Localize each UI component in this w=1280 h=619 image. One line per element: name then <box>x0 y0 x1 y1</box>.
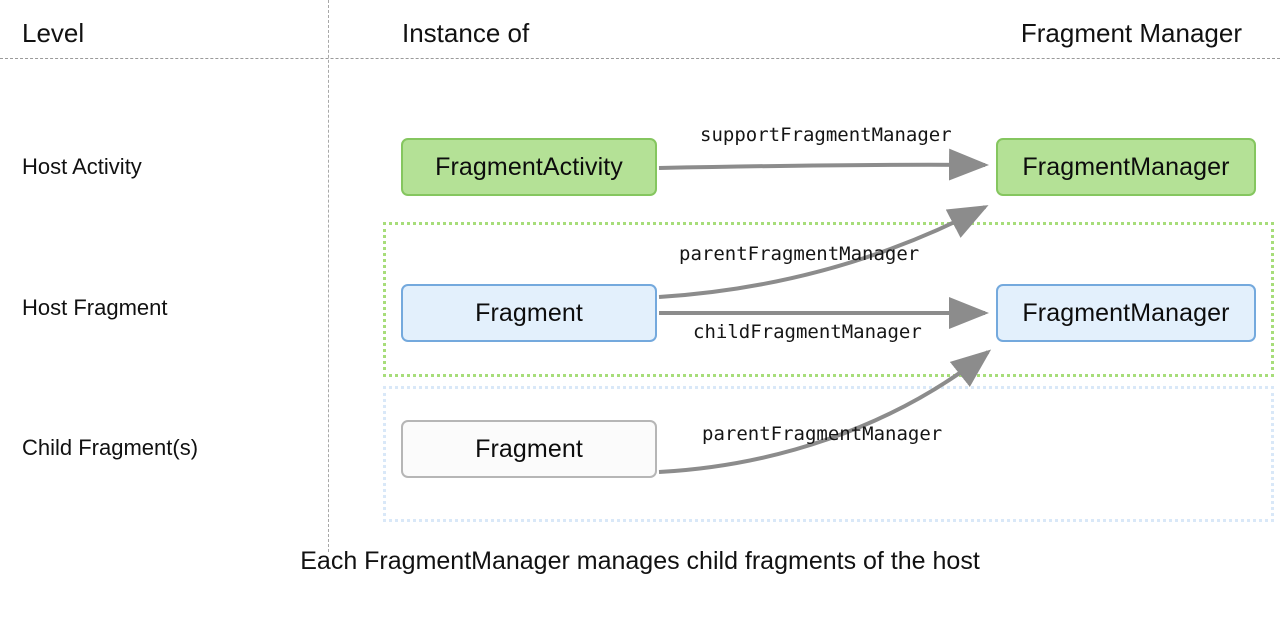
column-divider-line <box>328 0 329 552</box>
node-fragment-manager-fragment[interactable]: FragmentManager <box>996 284 1256 342</box>
column-header-level: Level <box>22 18 85 48</box>
column-header-fragment-manager: Fragment Manager <box>1020 18 1242 48</box>
edge-label-parent-fragment-manager-host: parentFragmentManager <box>679 243 920 265</box>
level-label-host-activity: Host Activity <box>22 154 142 179</box>
level-label-host-fragment: Host Fragment <box>22 295 168 320</box>
edge-label-parent-fragment-manager-child: parentFragmentManager <box>702 423 943 445</box>
level-label-child-fragment: Child Fragment(s) <box>22 435 199 460</box>
node-fragment-host[interactable]: Fragment <box>401 284 657 342</box>
edge-label-child-fragment-manager: childFragmentManager <box>693 321 922 343</box>
diagram-caption: Each FragmentManager manages child fragm… <box>300 547 980 575</box>
node-fragment-child[interactable]: Fragment <box>401 420 657 478</box>
edge-label-support-fragment-manager: supportFragmentManager <box>700 124 952 146</box>
header-divider-line <box>0 58 1280 59</box>
arrow-support-fragment-manager <box>658 148 989 181</box>
node-fragment-activity[interactable]: FragmentActivity <box>401 138 657 196</box>
node-fragment-manager-activity[interactable]: FragmentManager <box>996 138 1256 196</box>
column-header-instance-of: Instance of <box>402 18 530 48</box>
